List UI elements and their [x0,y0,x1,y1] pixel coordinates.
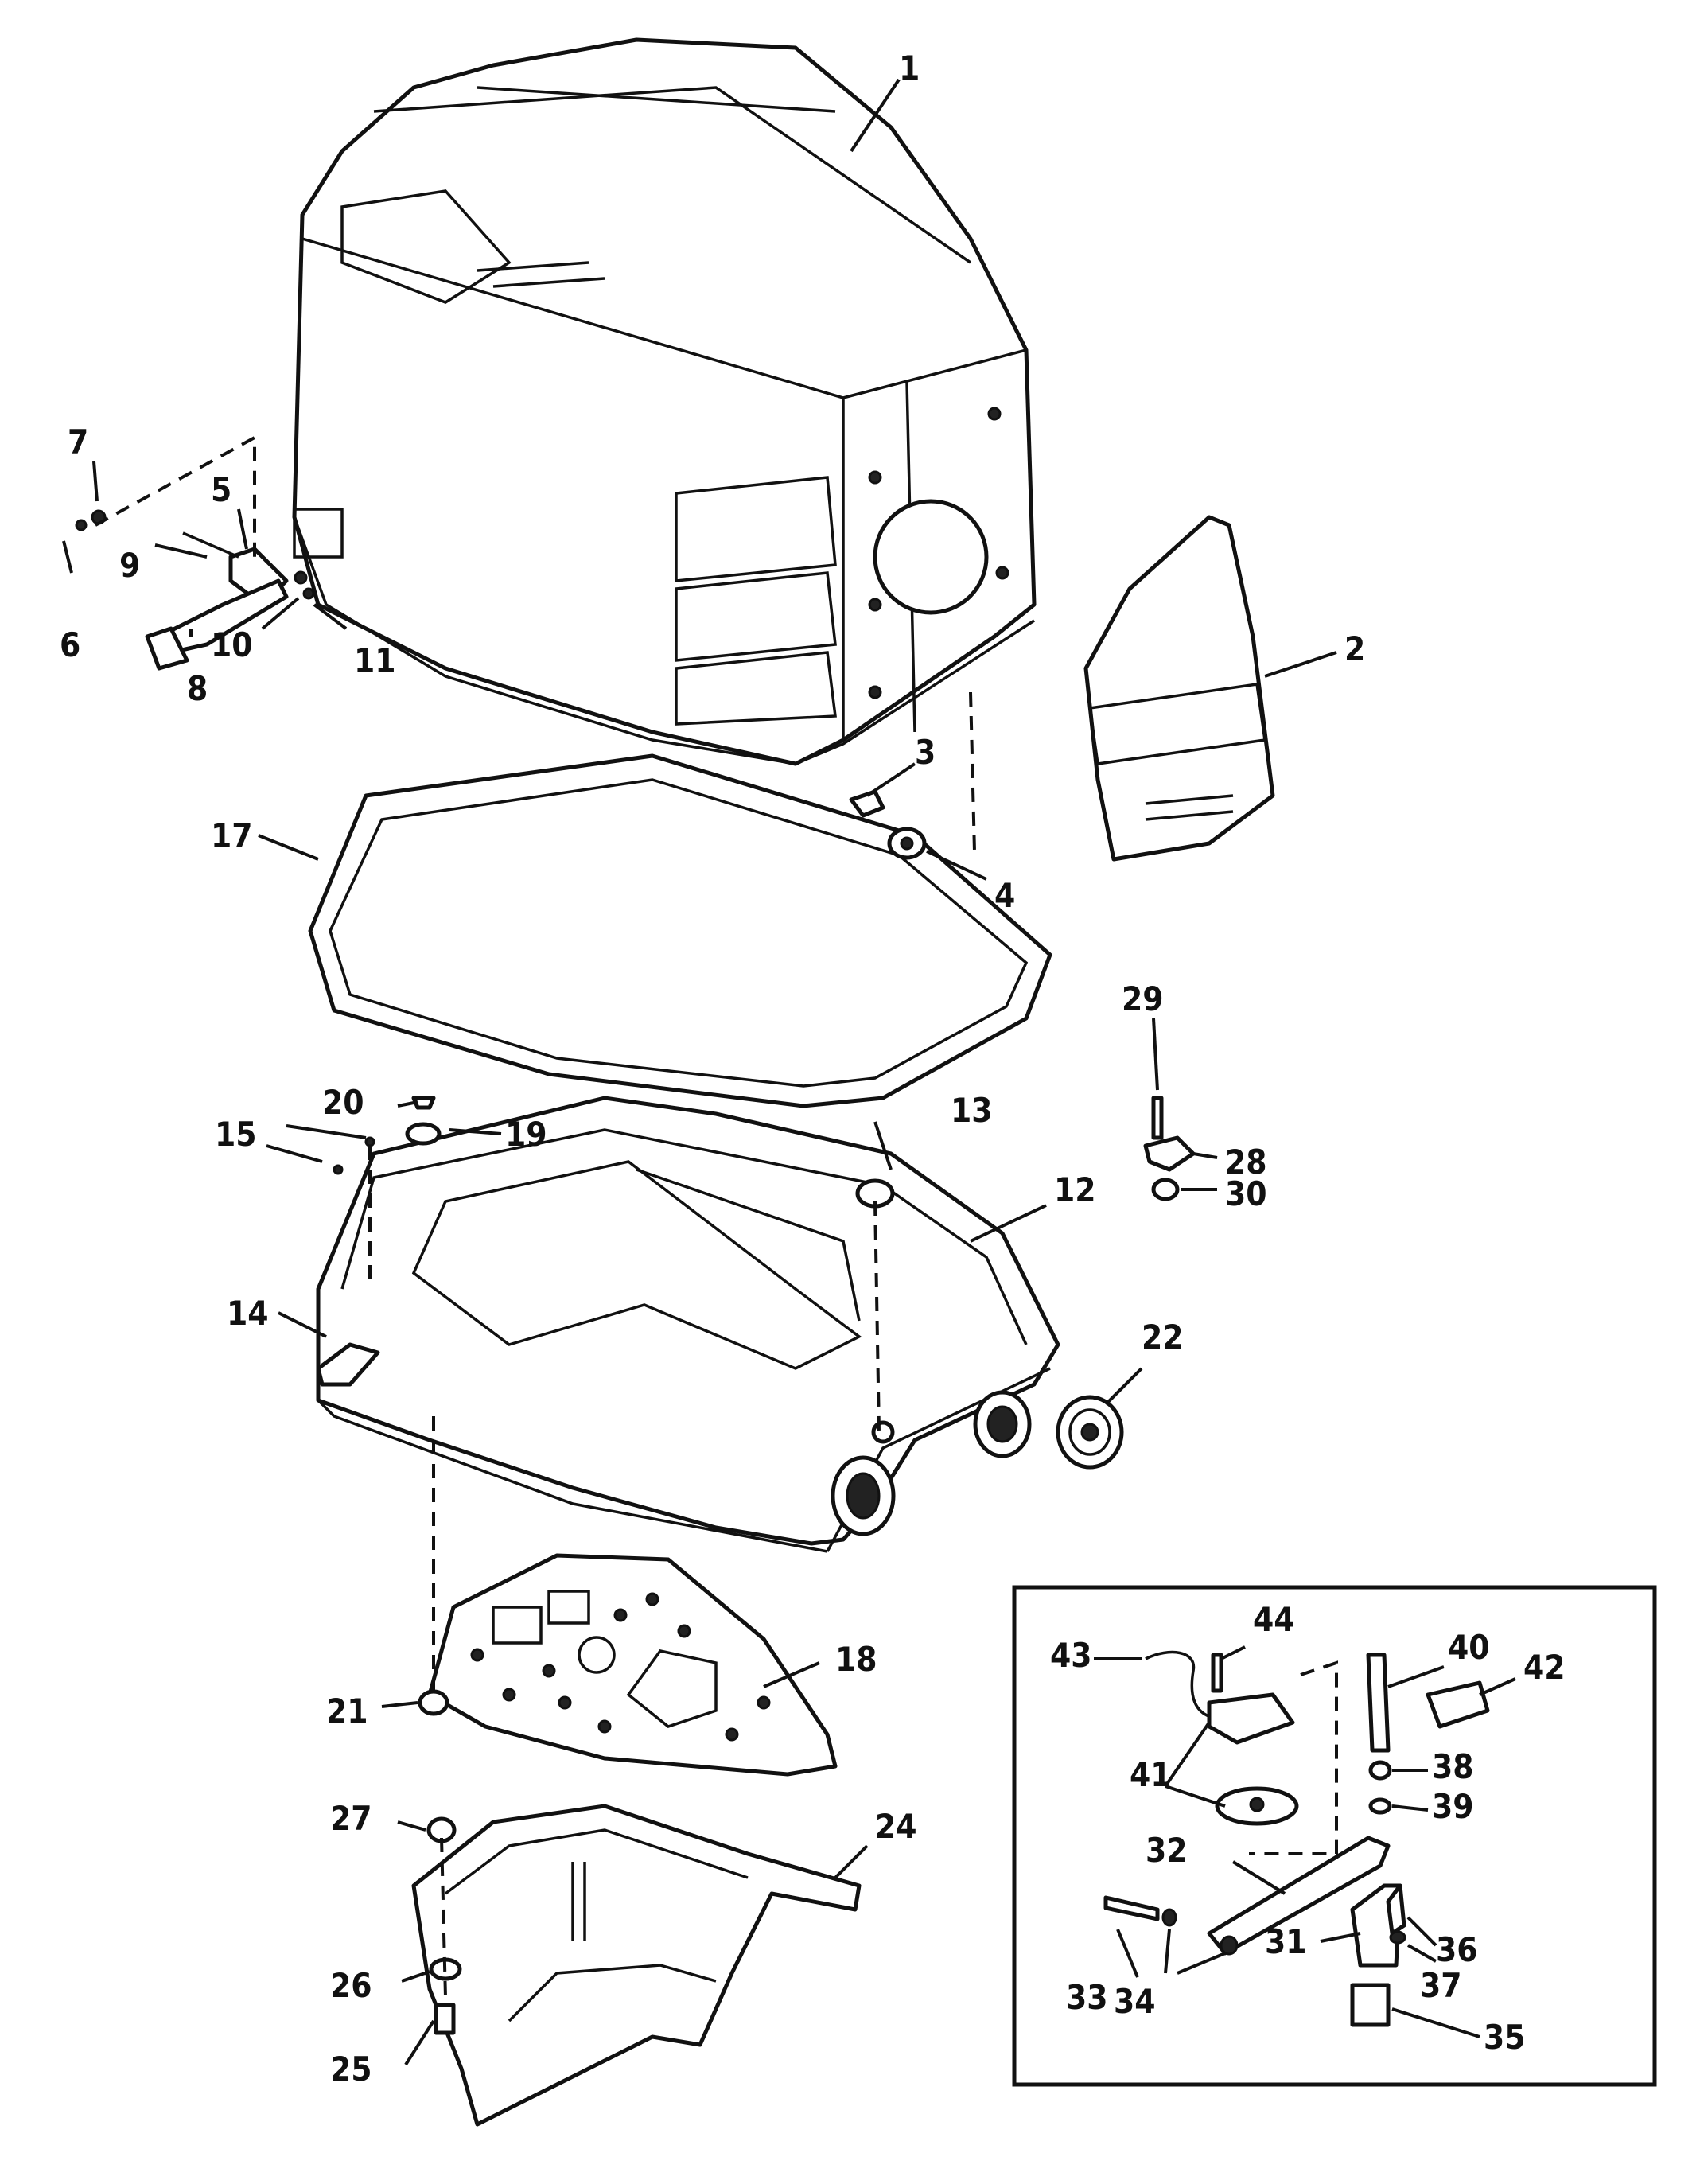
top-cowl [292,37,1037,766]
callout-11: 11 [354,641,396,680]
callout-31: 31 [1265,1922,1307,1961]
callout-40: 40 [1448,1628,1490,1667]
alignment-lines [95,434,976,1998]
callout-44: 44 [1253,1600,1295,1639]
leader-lines [62,78,1516,2066]
side-cover [1083,515,1275,862]
callout-21: 21 [326,1692,368,1730]
callout-36: 36 [1436,1930,1478,1969]
callout-22: 22 [1142,1318,1184,1357]
callout-14: 14 [227,1294,269,1333]
bottom-cowl [316,1096,1060,1553]
callout-1: 1 [899,49,920,88]
callout-29: 29 [1122,979,1164,1018]
callout-38: 38 [1432,1747,1474,1786]
callout-42: 42 [1523,1648,1566,1687]
callout-12: 12 [1054,1170,1096,1209]
callout-19: 19 [505,1115,547,1154]
callout-17: 17 [211,816,253,855]
callout-3: 3 [915,733,936,772]
callout-18: 18 [835,1640,877,1679]
grommet [1056,1395,1124,1470]
callout-32: 32 [1146,1831,1188,1870]
callout-35: 35 [1484,2018,1526,2057]
callout-37: 37 [1420,1966,1462,2005]
callout-10: 10 [211,625,253,664]
callout-27: 27 [330,1799,372,1838]
callout-2: 2 [1344,629,1365,668]
callout-4: 4 [994,876,1015,915]
cowl-seal [308,753,1052,1108]
callout-25: 25 [330,2050,372,2089]
callout-41: 41 [1130,1755,1172,1794]
callout-24: 24 [875,1807,917,1846]
latch-assembly [75,509,315,671]
lower-shroud [411,1804,862,2127]
callout-20: 20 [322,1083,364,1122]
callout-33: 33 [1066,1978,1108,2017]
callout-15: 15 [215,1115,257,1154]
callout-8: 8 [187,669,208,708]
callout-26: 26 [330,1966,372,2005]
callout-5: 5 [211,470,231,509]
callout-34: 34 [1114,1982,1156,2021]
callout-43: 43 [1050,1636,1092,1675]
inset-detail-box [1012,1585,1657,2087]
callout-30: 30 [1225,1174,1267,1213]
callout-39: 39 [1432,1787,1474,1826]
callout-13: 13 [951,1091,993,1130]
small-hardware [316,789,1196,2035]
callout-6: 6 [60,625,80,664]
callout-9: 9 [119,546,140,585]
callout-7: 7 [68,422,88,461]
callout-labels: 1 2 3 4 5 6 7 8 9 10 11 12 13 14 15 17 1… [60,49,1566,2089]
callout-28: 28 [1225,1143,1267,1182]
mounting-plate [427,1553,838,1777]
